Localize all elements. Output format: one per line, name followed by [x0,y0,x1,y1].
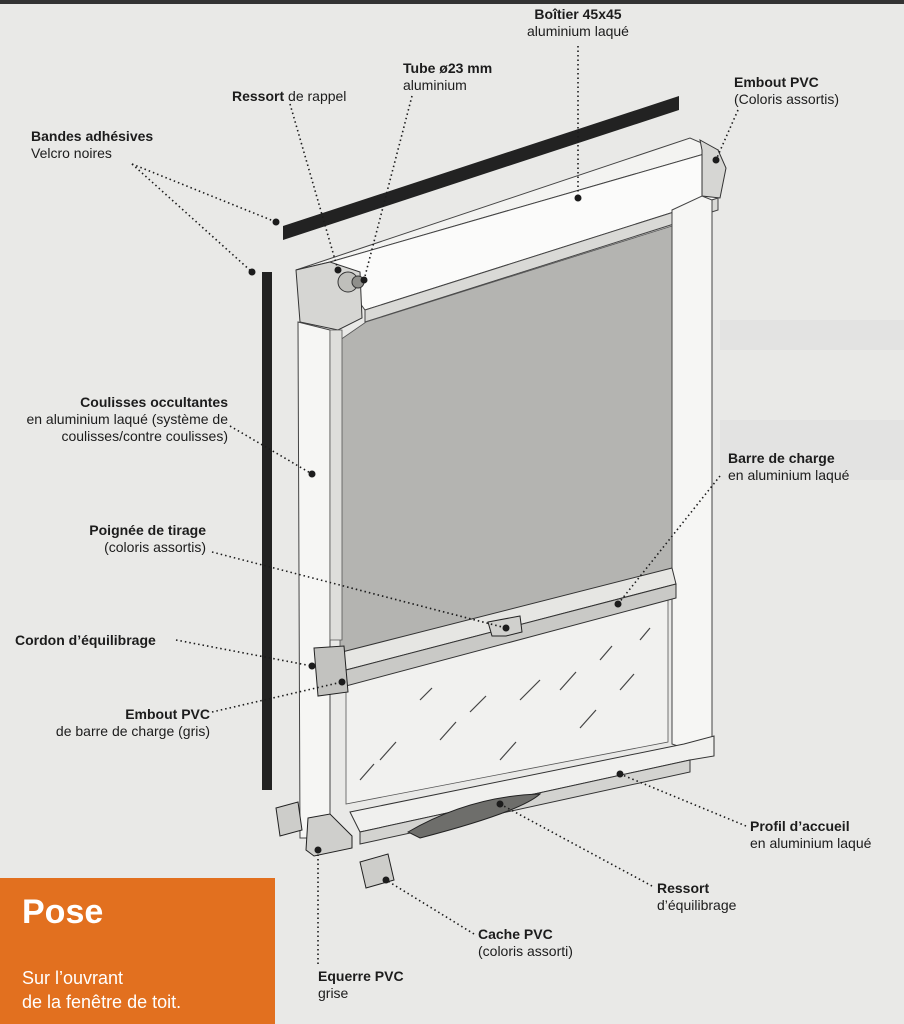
label-embout-barre-title: Embout PVC [125,706,210,722]
label-ressort-rappel: Ressort de rappel [232,88,346,105]
left-rail-inner [329,329,343,641]
label-barre-charge-title: Barre de charge [728,450,835,466]
label-barre-charge-sub: en aluminium laqué [728,467,850,483]
leader-lines [131,46,747,964]
label-ressort-equilibrage: Ressort d’équilibrage [657,880,736,914]
label-tube: Tube ø23 mm aluminium [403,60,492,94]
top-border [0,0,904,4]
pose-text: Sur l’ouvrant de la fenêtre de toit. [22,966,181,1014]
label-boitier-title: Boîtier 45x45 [534,6,622,22]
label-coulisses-title: Coulisses occultantes [80,394,228,410]
pose-line-2: de la fenêtre de toit. [22,992,182,1012]
label-bandes-sub: Velcro noires [31,145,112,161]
label-coulisses-sub1: en aluminium laqué (système de [26,411,228,427]
label-embout-barre-sub: de barre de charge (gris) [55,723,210,739]
label-profil: Profil d’accueil en aluminium laqué [750,818,871,852]
pose-box: Pose Sur l’ouvrant de la fenêtre de toit… [0,878,275,1024]
background-ghost-print [720,320,904,480]
label-coulisses: Coulisses occultantes en aluminium laqué… [6,394,228,445]
leader-dots [248,156,720,884]
housing-end-cap-right [699,139,727,199]
label-poignee-title: Poignée de tirage [89,522,206,538]
label-equerre-title: Equerre PVC [318,968,404,984]
label-barre-charge: Barre de charge en aluminium laqué [728,450,849,484]
label-embout-pvc: Embout PVC (Coloris assortis) [734,74,839,108]
label-cache-sub: (coloris assorti) [478,943,573,959]
housing-end-cap-left [295,261,363,331]
bracket-pvc [305,813,353,857]
label-ressort-equilibrage-sub: d’équilibrage [657,897,737,913]
velcro-strip-left [262,272,272,790]
label-equerre: Equerre PVC grise [318,968,404,1002]
label-ressort-rappel-title: Ressort [232,88,285,104]
label-poignee: Poignée de tirage (coloris assortis) [40,522,206,556]
label-tube-sub: aluminium [403,77,467,93]
label-boitier: Boîtier 45x45 aluminium laqué [515,6,641,40]
label-profil-sub: en aluminium laqué [750,835,872,851]
pose-title: Pose [22,893,104,931]
label-poignee-sub: (coloris assortis) [104,539,206,555]
label-embout-pvc-sub: (Coloris assortis) [734,91,840,107]
left-rail [297,321,331,839]
pose-line-1: Sur l’ouvrant [22,968,124,988]
label-boitier-sub: aluminium laqué [527,23,629,39]
right-rail [671,195,713,749]
label-cordon: Cordon d’équilibrage [15,632,156,649]
cache-pvc-left [275,801,303,837]
label-equerre-sub: grise [318,985,349,1001]
label-profil-title: Profil d’accueil [750,818,850,834]
label-ressort-rappel-rest: de rappel [284,88,347,104]
balancing-spring [406,793,542,839]
label-embout-barre: Embout PVC de barre de charge (gris) [20,706,210,740]
label-coulisses-sub2: coulisses/contre coulisses) [61,428,228,444]
label-cache-title: Cache PVC [478,926,553,942]
label-ressort-equilibrage-title: Ressort [657,880,710,896]
weight-bar-end-cap [313,645,349,697]
glass-reflection-marks [359,627,651,781]
label-tube-title: Tube ø23 mm [403,60,493,76]
velcro-strip-top [283,96,679,240]
label-cache: Cache PVC (coloris assorti) [478,926,573,960]
housing-lower [364,197,719,323]
label-embout-pvc-title: Embout PVC [734,74,819,90]
cache-pvc [359,853,395,889]
label-cordon-title: Cordon d’équilibrage [15,632,156,648]
label-bandes: Bandes adhésives Velcro noires [31,128,153,162]
label-bandes-title: Bandes adhésives [31,128,154,144]
